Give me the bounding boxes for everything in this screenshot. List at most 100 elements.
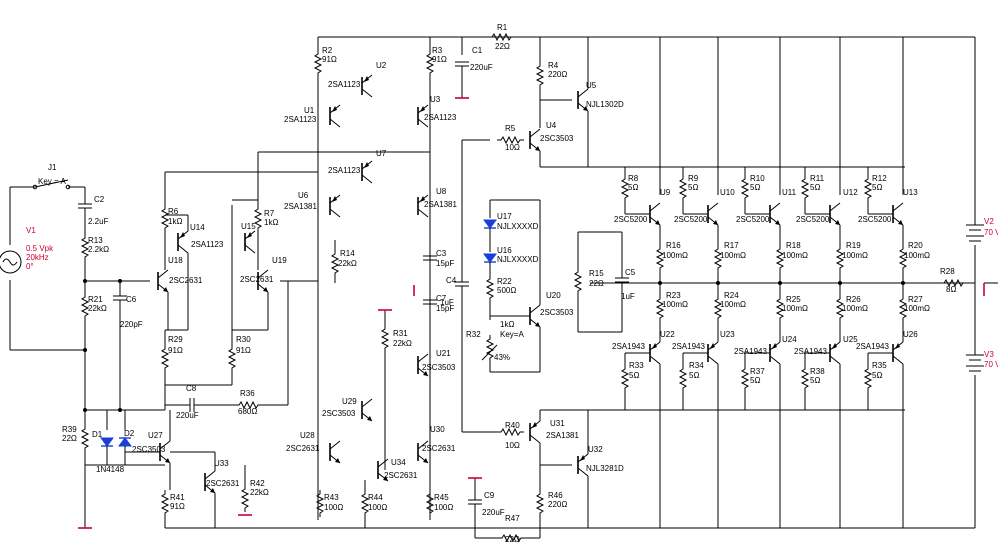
label-u8t: 2SA1381	[424, 200, 457, 209]
label-u21: U21	[436, 349, 451, 358]
label-u26: U26	[903, 330, 918, 339]
label-r37v: 5Ω	[750, 376, 760, 385]
label-r8: R8	[628, 174, 639, 183]
label-r8v: 5Ω	[628, 183, 638, 192]
label-r29v: 91Ω	[168, 346, 183, 355]
label-u19t: 2SC2631	[240, 275, 274, 284]
label-r41v: 91Ω	[170, 502, 185, 511]
label-c1: C1	[472, 46, 483, 55]
label-c2: C2	[94, 195, 105, 204]
label-r25: R25	[786, 295, 801, 304]
label-r19v: 100mΩ	[842, 251, 868, 260]
label-u19: U19	[272, 256, 287, 265]
label-u20: U20	[546, 291, 561, 300]
label-r44: R44	[368, 493, 383, 502]
label-t13: 2SC5200	[858, 215, 892, 224]
label-r45v: 100Ω	[434, 503, 453, 512]
label-r11v: 5Ω	[810, 183, 820, 192]
label-r18v: 100mΩ	[782, 251, 808, 260]
label-r42: R42	[250, 479, 265, 488]
label-r35v: 5Ω	[872, 371, 882, 380]
label-c7a: 1uF	[440, 298, 454, 307]
label-r28: R28	[940, 267, 955, 276]
label-u11: U11	[782, 188, 797, 197]
label-t24: 2SA1943	[734, 347, 767, 356]
label-r42v: 22kΩ	[250, 488, 269, 497]
label-r31: R31	[393, 329, 408, 338]
output-stage	[621, 37, 907, 528]
supplies	[939, 224, 998, 372]
label-t12: 2SC5200	[796, 215, 830, 224]
label-r20v: 100mΩ	[904, 251, 930, 260]
label-r33: R33	[629, 361, 644, 370]
label-u2: U2	[376, 61, 387, 70]
label-r32: R32	[466, 330, 481, 339]
label-r6: R6	[168, 207, 179, 216]
label-r25v: 100mΩ	[782, 304, 808, 313]
label-r30: R30	[236, 335, 251, 344]
label-u16: U16	[497, 246, 512, 255]
label-r47v: 22Ω	[505, 535, 520, 544]
label-u31t: 2SA1381	[546, 431, 579, 440]
label-r28v: 8Ω	[946, 285, 956, 294]
label-r21v: 22kΩ	[88, 304, 107, 313]
label-r10: R10	[750, 174, 765, 183]
label-r3v: 91Ω	[432, 55, 447, 64]
label-r19: R19	[846, 241, 861, 250]
label-r24: R24	[724, 291, 739, 300]
label-r13v: 2.2kΩ	[88, 245, 109, 254]
label-j1: J1	[48, 163, 57, 172]
label-r16v: 100mΩ	[662, 251, 688, 260]
label-u29t: 2SC3503	[322, 409, 356, 418]
input-section	[0, 179, 165, 529]
label-r5: R5	[505, 124, 516, 133]
label-r32a: 1kΩ	[500, 320, 514, 329]
label-r45: R45	[434, 493, 449, 502]
label-c7: C7	[436, 294, 447, 303]
label-r7: R7	[264, 209, 275, 218]
label-r3: R3	[432, 46, 443, 55]
label-u8: U8	[436, 187, 447, 196]
label-r24v: 100mΩ	[720, 300, 746, 309]
label-u33: U33	[214, 459, 229, 468]
label-v1c: 0°	[26, 262, 34, 271]
label-u29: U29	[342, 397, 357, 406]
label-u33t: 2SC2631	[206, 479, 240, 488]
label-r29: R29	[168, 335, 183, 344]
label-u3: U3	[430, 95, 441, 104]
label-d1: D1	[92, 430, 103, 439]
label-r34v: 5Ω	[689, 371, 699, 380]
label-t22: 2SA1943	[612, 342, 645, 351]
label-u1: U1	[304, 106, 315, 115]
label-u32: U32	[588, 445, 603, 454]
label-u28t: 2SC2631	[286, 444, 320, 453]
label-t26: 2SA1943	[856, 342, 889, 351]
voltage-amplifier-stage	[314, 33, 516, 528]
label-c5v: 1uF	[621, 292, 635, 301]
label-u6t: 2SA1381	[284, 202, 317, 211]
label-t11: 2SC5200	[736, 215, 770, 224]
label-c3v: 15pF	[436, 259, 454, 268]
label-r1v: 22Ω	[495, 42, 510, 51]
label-u5: U5	[586, 81, 597, 90]
label-u20t: 2SC3503	[540, 308, 574, 317]
label-r12v: 5Ω	[872, 183, 882, 192]
label-r9v: 5Ω	[688, 183, 698, 192]
label-r17: R17	[724, 241, 739, 250]
label-r14v: 22kΩ	[338, 259, 357, 268]
label-r5v: 10Ω	[505, 143, 520, 152]
label-r36v: 680Ω	[238, 407, 257, 416]
label-r7v: 1kΩ	[264, 218, 278, 227]
label-u31: U31	[550, 419, 565, 428]
label-u27: U27	[148, 431, 163, 440]
label-u13: U13	[903, 188, 918, 197]
label-c8: C8	[186, 384, 197, 393]
label-r20: R20	[908, 241, 923, 250]
label-r40v: 10Ω	[505, 441, 520, 450]
label-u7: U7	[376, 149, 387, 158]
label-r11: R11	[810, 174, 825, 183]
label-u18: U18	[168, 256, 183, 265]
label-u18t: 2SC2631	[169, 276, 203, 285]
label-c1v: 220uF	[470, 63, 493, 72]
